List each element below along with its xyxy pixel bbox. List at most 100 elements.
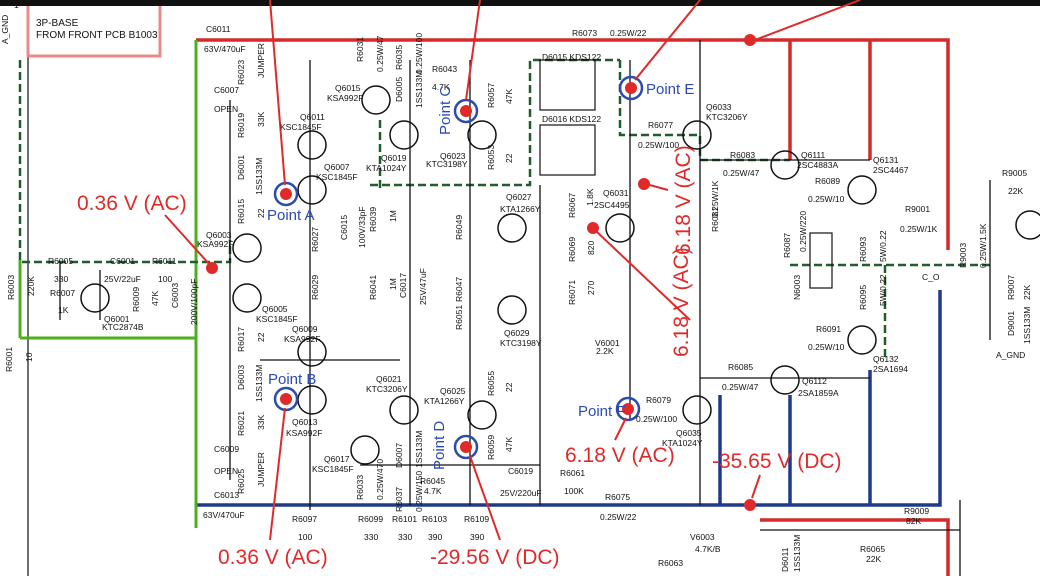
point-a-label: Point A	[267, 207, 315, 224]
component-label-d6005: D6005	[394, 77, 404, 102]
component-label-q6005: Q6005	[262, 304, 288, 314]
component-label-r6091: R6091	[816, 324, 841, 334]
component-label-r6097v: 100	[298, 532, 312, 542]
component-label-open1: OPEN	[214, 104, 238, 114]
component-label-r6043v: 4.7K	[432, 82, 450, 92]
component-label-c6003: C6003	[170, 283, 180, 308]
q6031-measurement-2: 6.18 V (AC)	[670, 247, 693, 357]
component-label-r6001v: 10	[24, 352, 34, 362]
component-label-c6015: C6015	[339, 215, 349, 240]
component-label-r6031v: 0.25W/47	[375, 35, 385, 72]
component-label-r6009v: 47K	[150, 291, 160, 306]
component-label-q6035v: KTA1024Y	[662, 438, 703, 448]
component-label-r6055: R6055	[486, 371, 496, 396]
component-label-r6011v: 100	[158, 274, 172, 284]
measurement-labels: 0.36 V (AC) 0.36 V (AC) -29.56 V (DC) 6.…	[77, 145, 842, 569]
positive-rail	[196, 38, 950, 576]
component-label-q6031: Q6031	[603, 188, 629, 198]
q6003-symbol	[232, 233, 262, 263]
component-label-v6001v: 2.2K	[596, 346, 614, 356]
board-connector-box: 3P-BASE FROM FRONT PCB B1003 1 A_GND	[0, 0, 162, 576]
component-label-r6069: R6069	[567, 237, 577, 262]
component-label-r6101v: 330	[398, 532, 412, 542]
q6007-symbol	[297, 175, 327, 205]
q6112-symbol	[770, 365, 800, 395]
component-label-d6011: D6011	[780, 547, 790, 572]
component-label-r6089v: 0.25W/10	[808, 194, 845, 204]
component-label-r6011: R6011	[152, 256, 177, 266]
negative-rail	[196, 290, 942, 507]
component-label-r6067: R6067	[567, 193, 577, 218]
component-label-r9009: R9009	[904, 506, 929, 516]
component-label-r6051: R6051	[454, 305, 464, 330]
component-label-q6007v: KSC1845F	[316, 172, 358, 182]
point-f-measurement: 6.18 V (AC)	[565, 444, 675, 467]
component-label-q6111: Q6111	[801, 150, 826, 160]
component-label-open2: OPEN	[214, 466, 238, 476]
q6011-symbol	[297, 130, 327, 160]
component-label-r6061: R6061	[560, 468, 585, 478]
component-label-q6011v: KSC1845F	[280, 122, 322, 132]
point-d-measurement: -29.56 V (DC)	[430, 546, 560, 569]
q6021-symbol	[389, 395, 419, 425]
q6031-probe-dot	[587, 222, 599, 234]
component-label-r6045v: 4.7K	[424, 486, 442, 496]
component-label-c6009: C6009	[214, 444, 239, 454]
component-label-r6017: R6017	[236, 327, 246, 352]
component-label-q6009v: KSA992F	[284, 334, 320, 344]
q6027-symbol	[497, 213, 527, 243]
component-label-r6083v: 0.25W/47	[723, 168, 760, 178]
component-label-r6003: R6003	[6, 275, 16, 300]
q6033-symbol	[682, 120, 712, 150]
component-label-r6041: R6041	[368, 275, 378, 300]
point-a-probe	[273, 181, 299, 207]
component-label-r6023: R6023	[236, 60, 246, 85]
component-label-r6025: R6025	[236, 469, 246, 494]
component-label-r6047: R6047	[454, 277, 464, 302]
component-label-c6013v: 63V/470uF	[203, 510, 245, 520]
component-label-r6093: R6093	[858, 237, 868, 262]
component-label-r6081v: 0.25W/1K	[710, 180, 720, 218]
q6009-symbol	[297, 337, 327, 367]
component-label-r6081: R6081	[710, 207, 720, 232]
component-label-r6019: R6019	[236, 113, 246, 138]
point-b-measurement: 0.36 V (AC)	[218, 546, 328, 569]
component-label-r6045: R6045	[420, 476, 445, 486]
input-ac-measurement: 0.36 V (AC)	[77, 192, 187, 215]
component-label-r6059: R6059	[486, 435, 496, 460]
point-f-probe	[615, 396, 641, 422]
point-b-probe	[273, 386, 299, 412]
component-label-r6079v: 0.25W/100	[636, 414, 677, 424]
component-label-q6015v: KSA992F	[327, 93, 363, 103]
component-label-r6085: R6085	[728, 362, 753, 372]
component-label-r6077: R6077	[648, 120, 673, 130]
component-label-r6009: R6009	[131, 287, 141, 312]
probe-points	[206, 34, 756, 511]
component-label-r6099v: 330	[364, 532, 378, 542]
component-label-q6132: Q6132	[873, 354, 899, 364]
component-label-r6083: R6083	[730, 150, 755, 160]
component-label-c6017: C6017	[398, 273, 408, 298]
q6132-symbol	[847, 325, 877, 355]
component-label-q6001v: KTC2874B	[102, 322, 144, 332]
component-label-c6011: C6011	[206, 24, 231, 34]
component-label-q6005v: KSC1845F	[256, 314, 298, 324]
point-f-label: Point F	[578, 403, 626, 420]
component-label-r6035v: 0.25W/100	[414, 33, 424, 74]
component-label-d6001: D6001	[236, 155, 246, 180]
component-label-r6075: R6075	[605, 492, 630, 502]
component-label-r6037v: 0.25W/150	[414, 471, 424, 512]
gnd-label: A_GND	[0, 15, 10, 44]
component-label-q6111v: 2SC4883A	[797, 160, 838, 170]
q6031-probe-dot2	[638, 178, 650, 190]
q6015-symbol	[361, 85, 391, 115]
component-label-q6013v: KSA992F	[286, 428, 322, 438]
component-label-r6055v: 22	[504, 382, 514, 392]
component-label-r6063: R6063	[658, 558, 683, 568]
component-label-r6021v: 33K	[256, 415, 266, 430]
component-label-q6027: Q6027	[506, 192, 532, 202]
board-line1: 3P-BASE	[36, 18, 79, 29]
component-label-q6132v: 2SA1694	[873, 364, 908, 374]
top-bar	[0, 0, 1040, 6]
